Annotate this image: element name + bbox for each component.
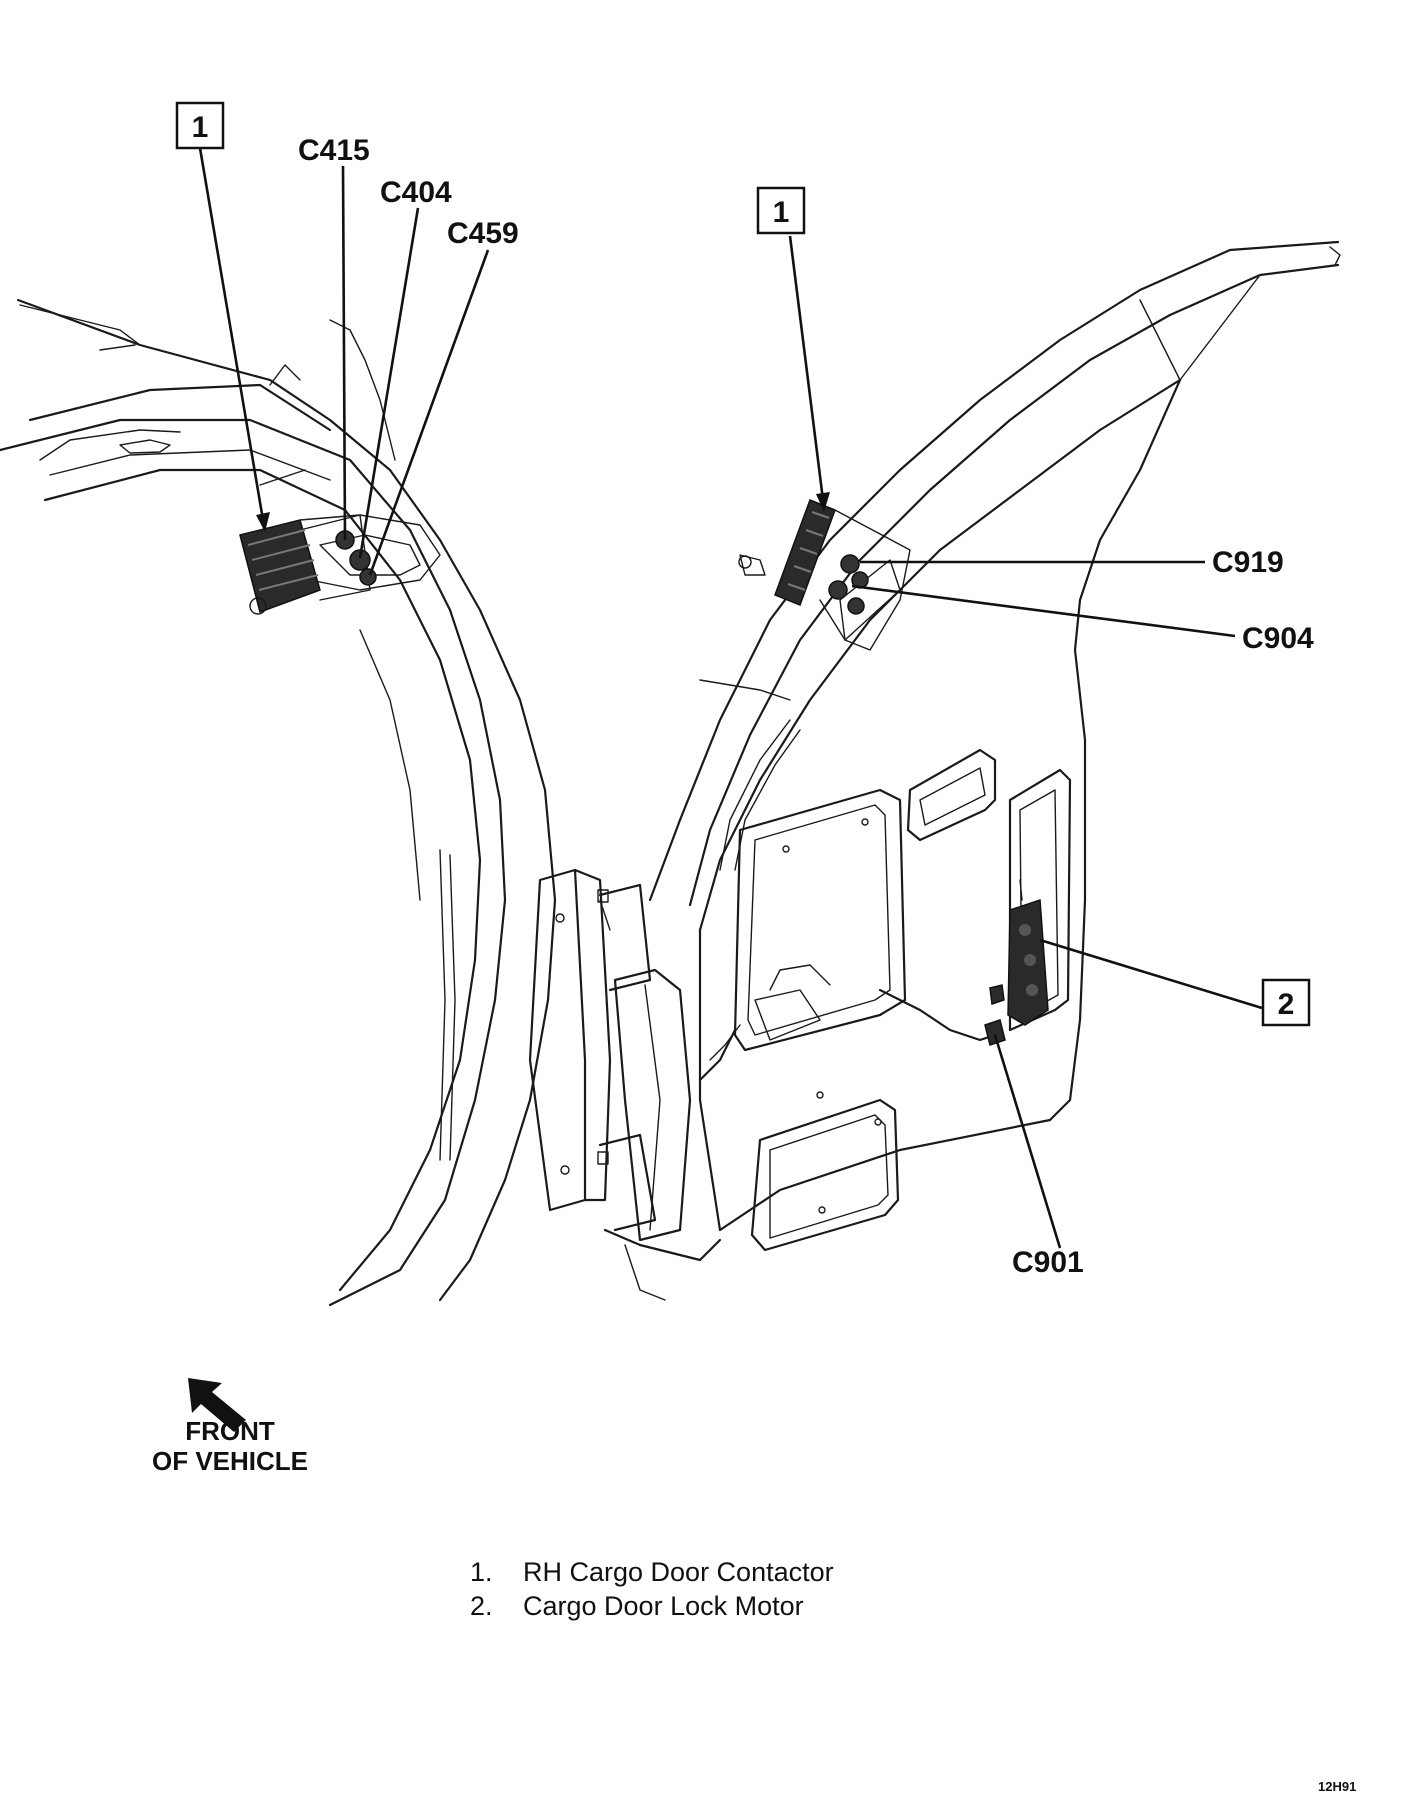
body-pillar-drawing (0, 298, 557, 1307)
legend-number-1: 1. (470, 1557, 493, 1587)
svg-text:2: 2 (1278, 988, 1295, 1021)
right-contactor-part (738, 499, 911, 651)
connector-label-c415: C415 (298, 134, 370, 167)
left-contactor-part (239, 514, 377, 615)
item-box-right-contactor: 1 (756, 186, 806, 235)
legend-number-2: 2. (470, 1591, 493, 1621)
svg-text:1: 1 (192, 111, 209, 144)
lock-motor-part (698, 879, 1049, 1082)
cargo-door-drawing (648, 240, 1341, 1252)
figure-code: 12H91 (1318, 1779, 1356, 1794)
legend-text-1: RH Cargo Door Contactor (523, 1557, 834, 1587)
door-hinge-drawing (528, 868, 722, 1301)
svg-text:1: 1 (773, 196, 790, 229)
legend: 1. RH Cargo Door Contactor 2. Cargo Door… (470, 1557, 834, 1621)
front-of-vehicle-line2: OF VEHICLE (152, 1446, 308, 1476)
arrow-up-left-icon (188, 1378, 246, 1432)
connector-label-c904: C904 (1242, 622, 1314, 655)
item-box-left-contactor: 1 (175, 101, 225, 150)
connector-label-c919: C919 (1212, 546, 1284, 579)
front-of-vehicle-line1: FRONT (185, 1416, 275, 1446)
item-box-lock-motor: 2 (1261, 978, 1311, 1027)
connector-label-c404: C404 (380, 176, 452, 209)
connector-label-c459: C459 (447, 217, 519, 250)
legend-text-2: Cargo Door Lock Motor (523, 1591, 804, 1621)
callout-leaders (198, 147, 1263, 1249)
connector-label-c901: C901 (1012, 1246, 1084, 1279)
